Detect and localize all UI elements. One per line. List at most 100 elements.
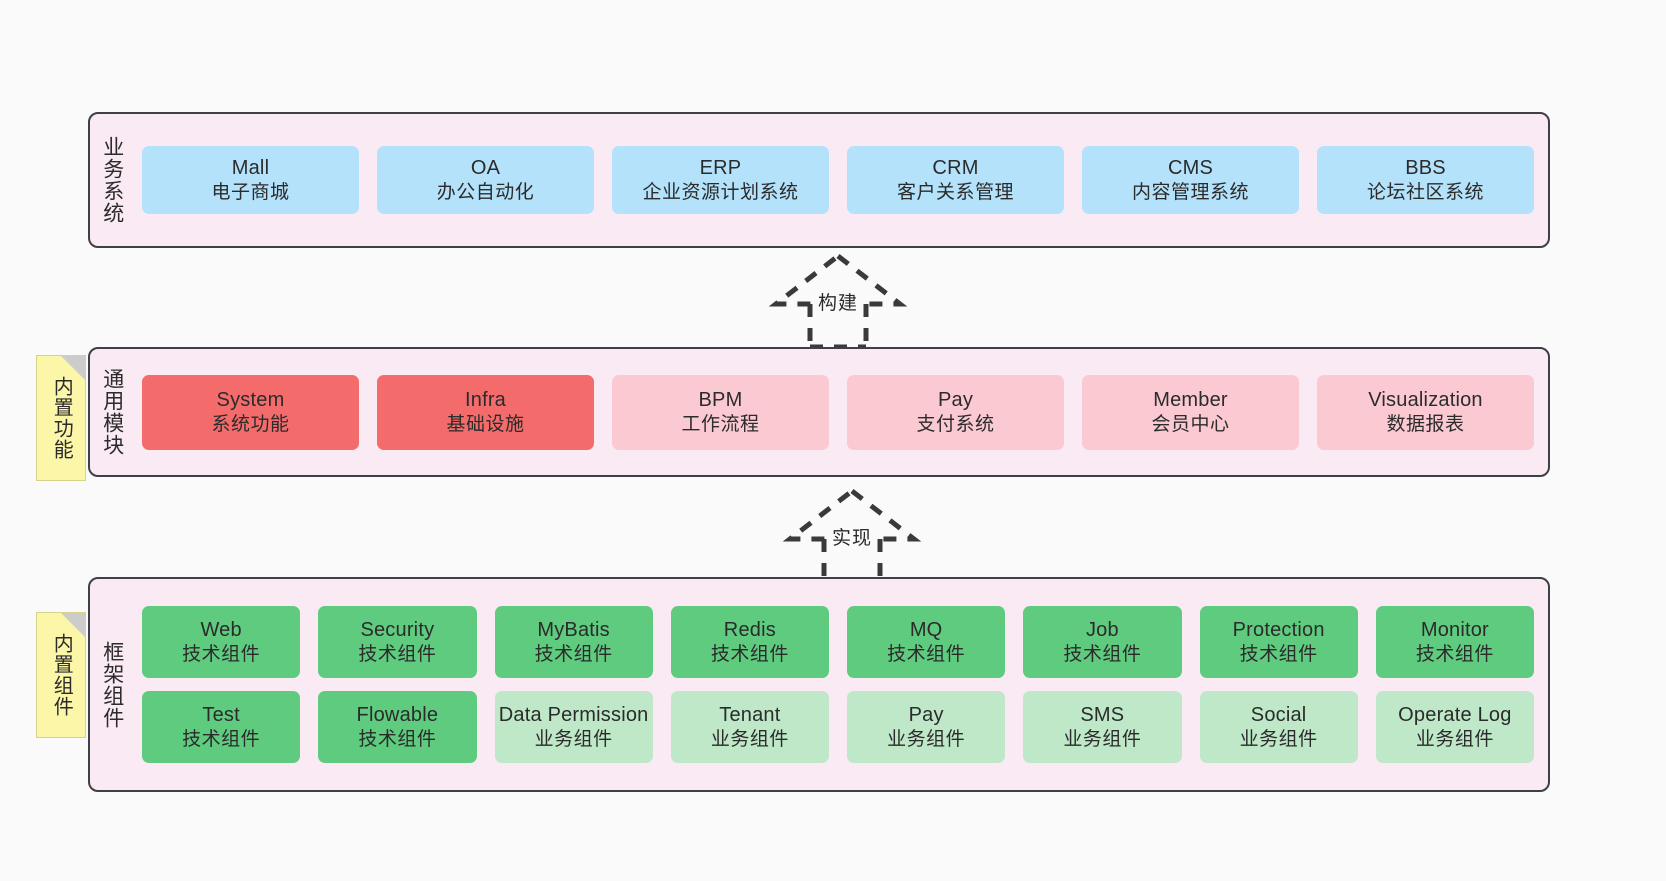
card-protection[interactable]: Protection 技术组件 (1199, 606, 1358, 678)
card-tenant[interactable]: Tenant 业务组件 (670, 691, 829, 763)
card-oa-cn: 办公自动化 (436, 181, 535, 203)
band-modules-title: 通用模块 (100, 368, 124, 456)
card-pay-component-en: Pay (908, 703, 944, 726)
card-mall-en: Mall (231, 156, 270, 179)
band-common-modules: 通用模块 System 系统功能 Infra 基础设施 BPM 工作流程 Pay… (88, 347, 1550, 477)
card-data-permission[interactable]: Data Permission 业务组件 (494, 691, 653, 763)
connector-implement-label: 实现 (828, 523, 876, 550)
card-visualization[interactable]: Visualization 数据报表 (1317, 374, 1534, 450)
card-security-cn: 技术组件 (358, 643, 437, 665)
card-operate-log-cn: 业务组件 (1415, 728, 1494, 750)
card-crm-en: CRM (932, 156, 979, 179)
card-bbs-cn: 论坛社区系统 (1366, 181, 1484, 203)
card-redis-en: Redis (723, 618, 776, 641)
card-mall-cn: 电子商城 (211, 181, 290, 203)
connector-build: 构建 (748, 252, 928, 352)
card-test-cn: 技术组件 (182, 728, 261, 750)
card-job[interactable]: Job 技术组件 (1023, 606, 1182, 678)
card-pay-component[interactable]: Pay 业务组件 (847, 691, 1006, 763)
card-visualization-en: Visualization (1368, 388, 1483, 411)
card-data-permission-cn: 业务组件 (534, 728, 613, 750)
card-mall[interactable]: Mall 电子商城 (142, 146, 359, 214)
card-social-en: Social (1250, 703, 1307, 726)
band-framework-components: 框架组件 Web 技术组件 Security 技术组件 MyBatis 技术组件… (88, 577, 1550, 792)
card-pay-module-cn: 支付系统 (916, 413, 995, 435)
card-mybatis-cn: 技术组件 (534, 643, 613, 665)
band-modules-body: System 系统功能 Infra 基础设施 BPM 工作流程 Pay 支付系统… (134, 349, 1548, 475)
card-mybatis-en: MyBatis (537, 618, 610, 641)
card-security[interactable]: Security 技术组件 (318, 606, 477, 678)
card-crm[interactable]: CRM 客户关系管理 (847, 146, 1064, 214)
card-member[interactable]: Member 会员中心 (1082, 374, 1299, 450)
card-infra-en: Infra (464, 388, 507, 411)
card-mybatis[interactable]: MyBatis 技术组件 (494, 606, 653, 678)
card-web-en: Web (200, 618, 242, 641)
implement-arrowhead-icon (782, 487, 922, 542)
card-tenant-cn: 业务组件 (710, 728, 789, 750)
card-infra-cn: 基础设施 (446, 413, 525, 435)
card-flowable[interactable]: Flowable 技术组件 (318, 691, 477, 763)
card-protection-en: Protection (1232, 618, 1325, 641)
card-test-en: Test (202, 703, 240, 726)
card-flowable-cn: 技术组件 (358, 728, 437, 750)
band-business-systems: 业务系统 Mall 电子商城 OA 办公自动化 ERP 企业资源计划系统 CRM… (88, 112, 1550, 248)
card-cms-cn: 内容管理系统 (1131, 181, 1249, 203)
note-builtin-functions-label: 内置功能 (50, 376, 73, 460)
framework-business-row: Test 技术组件 Flowable 技术组件 Data Permission … (142, 691, 1534, 763)
band-framework-body: Web 技术组件 Security 技术组件 MyBatis 技术组件 Redi… (134, 579, 1548, 790)
card-job-en: Job (1085, 618, 1119, 641)
card-tenant-en: Tenant (719, 703, 781, 726)
note-builtin-components: 内置组件 (36, 612, 86, 738)
card-web[interactable]: Web 技术组件 (142, 606, 301, 678)
card-erp-cn: 企业资源计划系统 (642, 181, 799, 203)
card-bpm[interactable]: BPM 工作流程 (612, 374, 829, 450)
card-redis-cn: 技术组件 (710, 643, 789, 665)
card-redis[interactable]: Redis 技术组件 (670, 606, 829, 678)
card-sms-cn: 业务组件 (1063, 728, 1142, 750)
band-business-title: 业务系统 (100, 136, 124, 224)
card-protection-cn: 技术组件 (1239, 643, 1318, 665)
card-pay-module-en: Pay (937, 388, 974, 411)
card-infra[interactable]: Infra 基础设施 (377, 374, 594, 450)
card-oa[interactable]: OA 办公自动化 (377, 146, 594, 214)
card-flowable-en: Flowable (356, 703, 439, 726)
note-builtin-components-label: 内置组件 (50, 633, 73, 717)
card-mq-en: MQ (909, 618, 943, 641)
card-member-cn: 会员中心 (1151, 413, 1230, 435)
card-erp[interactable]: ERP 企业资源计划系统 (612, 146, 829, 214)
card-test[interactable]: Test 技术组件 (142, 691, 301, 763)
card-sms[interactable]: SMS 业务组件 (1023, 691, 1182, 763)
card-system-cn: 系统功能 (211, 413, 290, 435)
card-bbs-en: BBS (1405, 156, 1446, 179)
card-data-permission-en: Data Permission (498, 703, 649, 726)
note-builtin-functions: 内置功能 (36, 355, 86, 481)
card-cms[interactable]: CMS 内容管理系统 (1082, 146, 1299, 214)
card-cms-en: CMS (1167, 156, 1214, 179)
framework-tech-row: Web 技术组件 Security 技术组件 MyBatis 技术组件 Redi… (142, 606, 1534, 678)
card-pay-module[interactable]: Pay 支付系统 (847, 374, 1064, 450)
card-mq[interactable]: MQ 技术组件 (847, 606, 1006, 678)
card-operate-log[interactable]: Operate Log 业务组件 (1375, 691, 1534, 763)
card-bpm-cn: 工作流程 (681, 413, 760, 435)
card-security-en: Security (360, 618, 435, 641)
card-social-cn: 业务组件 (1239, 728, 1318, 750)
build-arrowhead-icon (768, 252, 908, 307)
card-crm-cn: 客户关系管理 (896, 181, 1014, 203)
card-bpm-en: BPM (698, 388, 743, 411)
card-system-en: System (216, 388, 285, 411)
card-social[interactable]: Social 业务组件 (1199, 691, 1358, 763)
card-member-en: Member (1153, 388, 1228, 411)
connector-build-label: 构建 (814, 288, 862, 315)
card-monitor-cn: 技术组件 (1415, 643, 1494, 665)
card-visualization-cn: 数据报表 (1386, 413, 1465, 435)
band-business-body: Mall 电子商城 OA 办公自动化 ERP 企业资源计划系统 CRM 客户关系… (134, 114, 1548, 246)
card-monitor[interactable]: Monitor 技术组件 (1375, 606, 1534, 678)
card-system[interactable]: System 系统功能 (142, 374, 359, 450)
card-job-cn: 技术组件 (1063, 643, 1142, 665)
business-card-row: Mall 电子商城 OA 办公自动化 ERP 企业资源计划系统 CRM 客户关系… (142, 146, 1534, 214)
band-framework-title: 框架组件 (100, 640, 124, 729)
card-oa-en: OA (470, 156, 501, 179)
connector-implement: 实现 (762, 487, 942, 587)
card-bbs[interactable]: BBS 论坛社区系统 (1317, 146, 1534, 214)
card-erp-en: ERP (699, 156, 742, 179)
